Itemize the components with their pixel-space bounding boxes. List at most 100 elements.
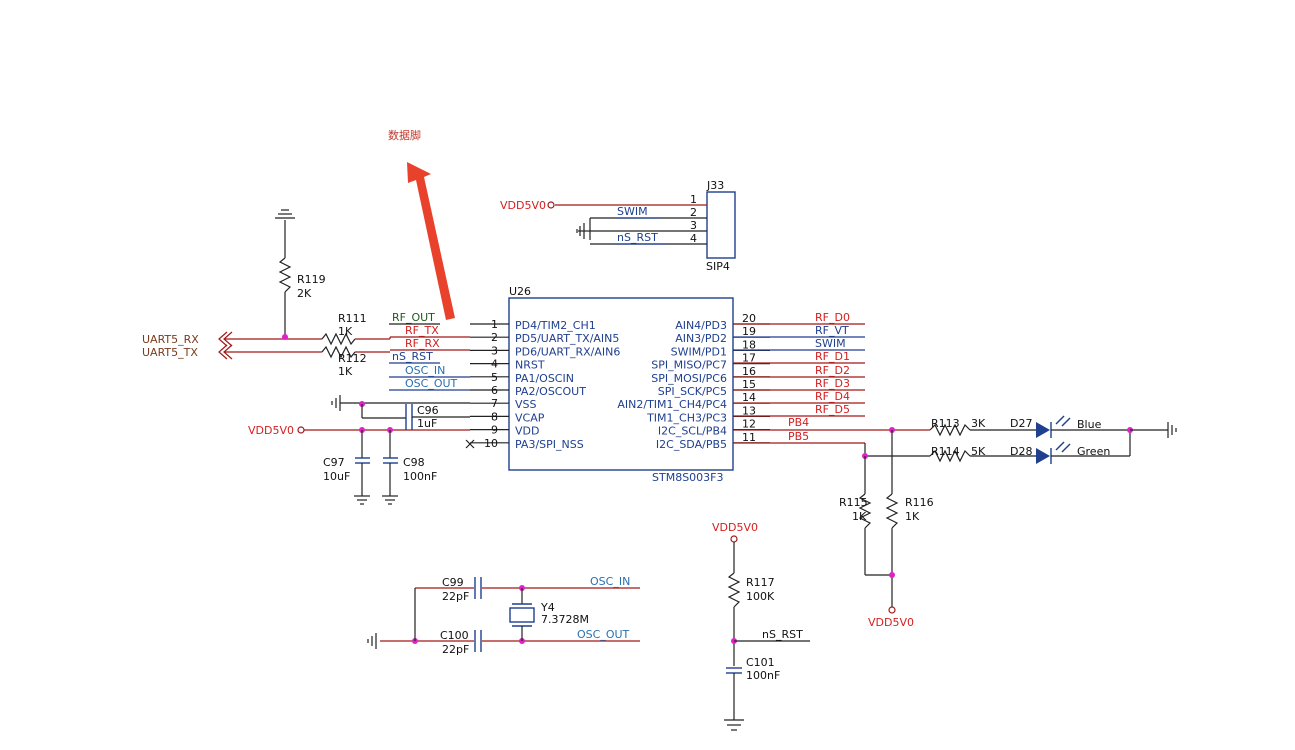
r117-ref: R117 — [746, 576, 775, 589]
u26-pin-name: PD6/UART_RX/AIN6 — [515, 345, 620, 358]
net-rf-d3: RF_D3 — [815, 377, 850, 390]
annotation-arrow — [407, 162, 455, 320]
net-pb5: PB5 — [788, 430, 809, 443]
j33-ref: J33 — [706, 179, 724, 192]
u26-pin-number: 18 — [742, 338, 756, 351]
u26-pin-name: TIM1_CH3/PC3 — [646, 411, 727, 424]
net-rf-tx: RF_TX — [405, 324, 439, 337]
r119-value: 2K — [297, 287, 312, 300]
u26-pin-number: 12 — [742, 418, 756, 431]
left-net-labels: RF_OUT RF_TX RF_RX nS_RST OSC_IN OSC_OUT — [392, 311, 458, 390]
j33-pin-4: 4 — [690, 232, 697, 245]
r113-value: 3K — [971, 417, 986, 430]
r112-value: 1K — [338, 365, 353, 378]
d28-ref: D28 — [1010, 445, 1032, 458]
d28-color: Green — [1077, 445, 1110, 458]
u26-pin-name: VSS — [515, 398, 537, 411]
u26-pin-number: 10 — [484, 437, 498, 450]
u26-pin-number: 20 — [742, 312, 756, 325]
u26-pin-number: 1 — [491, 318, 498, 331]
r117-value: 100K — [746, 590, 775, 603]
net-rf-d1: RF_D1 — [815, 350, 850, 363]
j33-pin-2: 2 — [690, 206, 697, 219]
u26-pin-number: 17 — [742, 352, 756, 365]
c99-value: 22pF — [442, 590, 469, 603]
j33-rst-net: nS_RST — [617, 231, 658, 244]
c101-value: 100nF — [746, 669, 780, 682]
c98-value: 100nF — [403, 470, 437, 483]
u26-pin-name: I2C_SCL/PB4 — [658, 425, 727, 438]
port-uart5-tx: UART5_TX — [142, 346, 198, 359]
led-section: R113 3K D27 Blue R114 5K D28 Green — [733, 323, 1177, 629]
r115-ref: R115 — [839, 496, 868, 509]
u26-pin-number: 2 — [491, 331, 498, 344]
r115-value: 1K — [852, 510, 867, 523]
r114-value: 5K — [971, 445, 986, 458]
annotation-text: 数据脚 — [388, 128, 421, 142]
u26-pin-name: SPI_MISO/PC7 — [651, 359, 727, 372]
u26-pin-number: 16 — [742, 365, 756, 378]
uart-section: UART5_RX UART5_TX R119 2K R111 1K R112 1… — [142, 209, 470, 378]
r111-value: 1K — [338, 325, 353, 338]
j33-type: SIP4 — [706, 260, 730, 273]
net-ns-rst: nS_RST — [392, 350, 433, 363]
net-rf-d0: RF_D0 — [815, 311, 850, 324]
r116-ref: R116 — [905, 496, 934, 509]
u26-pin-name: PA1/OSCIN — [515, 372, 574, 385]
u26-pin-number: 15 — [742, 378, 756, 391]
u26-pin-name: AIN2/TIM1_CH4/PC4 — [617, 398, 727, 411]
j33-power-label: VDD5V0 — [500, 199, 546, 212]
c101-ref: C101 — [746, 656, 775, 669]
u26-pin-name: VDD — [515, 425, 539, 438]
net-rf-d4: RF_D4 — [815, 390, 850, 403]
u26-pin-name: PA2/OSCOUT — [515, 385, 586, 398]
y4-value: 7.3728M — [541, 613, 589, 626]
j33-connector: J33 SIP4 1 2 3 4 VDD5V0 SWIM nS_RST — [500, 179, 736, 273]
u26-pin-name: SWIM/PD1 — [671, 345, 727, 358]
j33-pin-1: 1 — [690, 193, 697, 206]
c100-value: 22pF — [442, 643, 469, 656]
u26-pin-number: 4 — [491, 358, 498, 371]
reset-section: VDD5V0 nS_RST R117 100K C101 100nF — [712, 521, 810, 731]
right-net-labels: RF_D0 RF_VT SWIM RF_D1 RF_D2 RF_D3 RF_D4… — [788, 311, 850, 443]
net-swim: SWIM — [815, 337, 846, 350]
c96-ref: C96 — [417, 404, 439, 417]
r111-ref: R111 — [338, 312, 367, 325]
u26-pin-name: NRST — [515, 359, 545, 372]
vdd-left-label: VDD5V0 — [248, 424, 294, 437]
vdd-pullup-label: VDD5V0 — [868, 616, 914, 629]
u26-pin-name: I2C_SDA/PB5 — [656, 438, 727, 451]
vdd-reset-label: VDD5V0 — [712, 521, 758, 534]
u26-pin-number: 11 — [742, 431, 756, 444]
j33-pin-3: 3 — [690, 219, 697, 232]
u26-pin-number: 14 — [742, 391, 756, 404]
c97-ref: C97 — [323, 456, 345, 469]
u26-pin-name: AIN4/PD3 — [675, 319, 727, 332]
u26-pin-name: VCAP — [515, 411, 545, 424]
u26-pin-name: SPI_MOSI/PC6 — [651, 372, 727, 385]
oscillator-section: C99 22pF OSC_IN C100 22pF OSC_OUT Y4 7.3… — [367, 575, 640, 656]
reset-net-label: nS_RST — [762, 628, 803, 641]
u26-pin-number: 13 — [742, 404, 756, 417]
net-rf-out: RF_OUT — [392, 311, 435, 324]
u26-ref: U26 — [509, 285, 531, 298]
net-rf-d2: RF_D2 — [815, 364, 850, 377]
port-uart5-rx: UART5_RX — [142, 333, 199, 346]
net-rf-d5: RF_D5 — [815, 403, 850, 416]
u26-pin-number: 3 — [491, 344, 498, 357]
net-osc-out: OSC_OUT — [405, 377, 458, 390]
left-wiring — [389, 323, 475, 449]
c98-ref: C98 — [403, 456, 425, 469]
u26-pin-name: PD4/TIM2_CH1 — [515, 319, 596, 332]
r116-value: 1K — [905, 510, 920, 523]
r119-ref: R119 — [297, 273, 326, 286]
c96-value: 1uF — [417, 417, 437, 430]
u26-pin-name: AIN3/PD2 — [675, 332, 727, 345]
j33-swim-net: SWIM — [617, 205, 648, 218]
c97-value: 10uF — [323, 470, 350, 483]
u26-pin-number: 19 — [742, 325, 756, 338]
net-rf-vt: RF_VT — [815, 324, 849, 337]
u26-mcu: U26 STM8S003F3 — [508, 285, 734, 484]
